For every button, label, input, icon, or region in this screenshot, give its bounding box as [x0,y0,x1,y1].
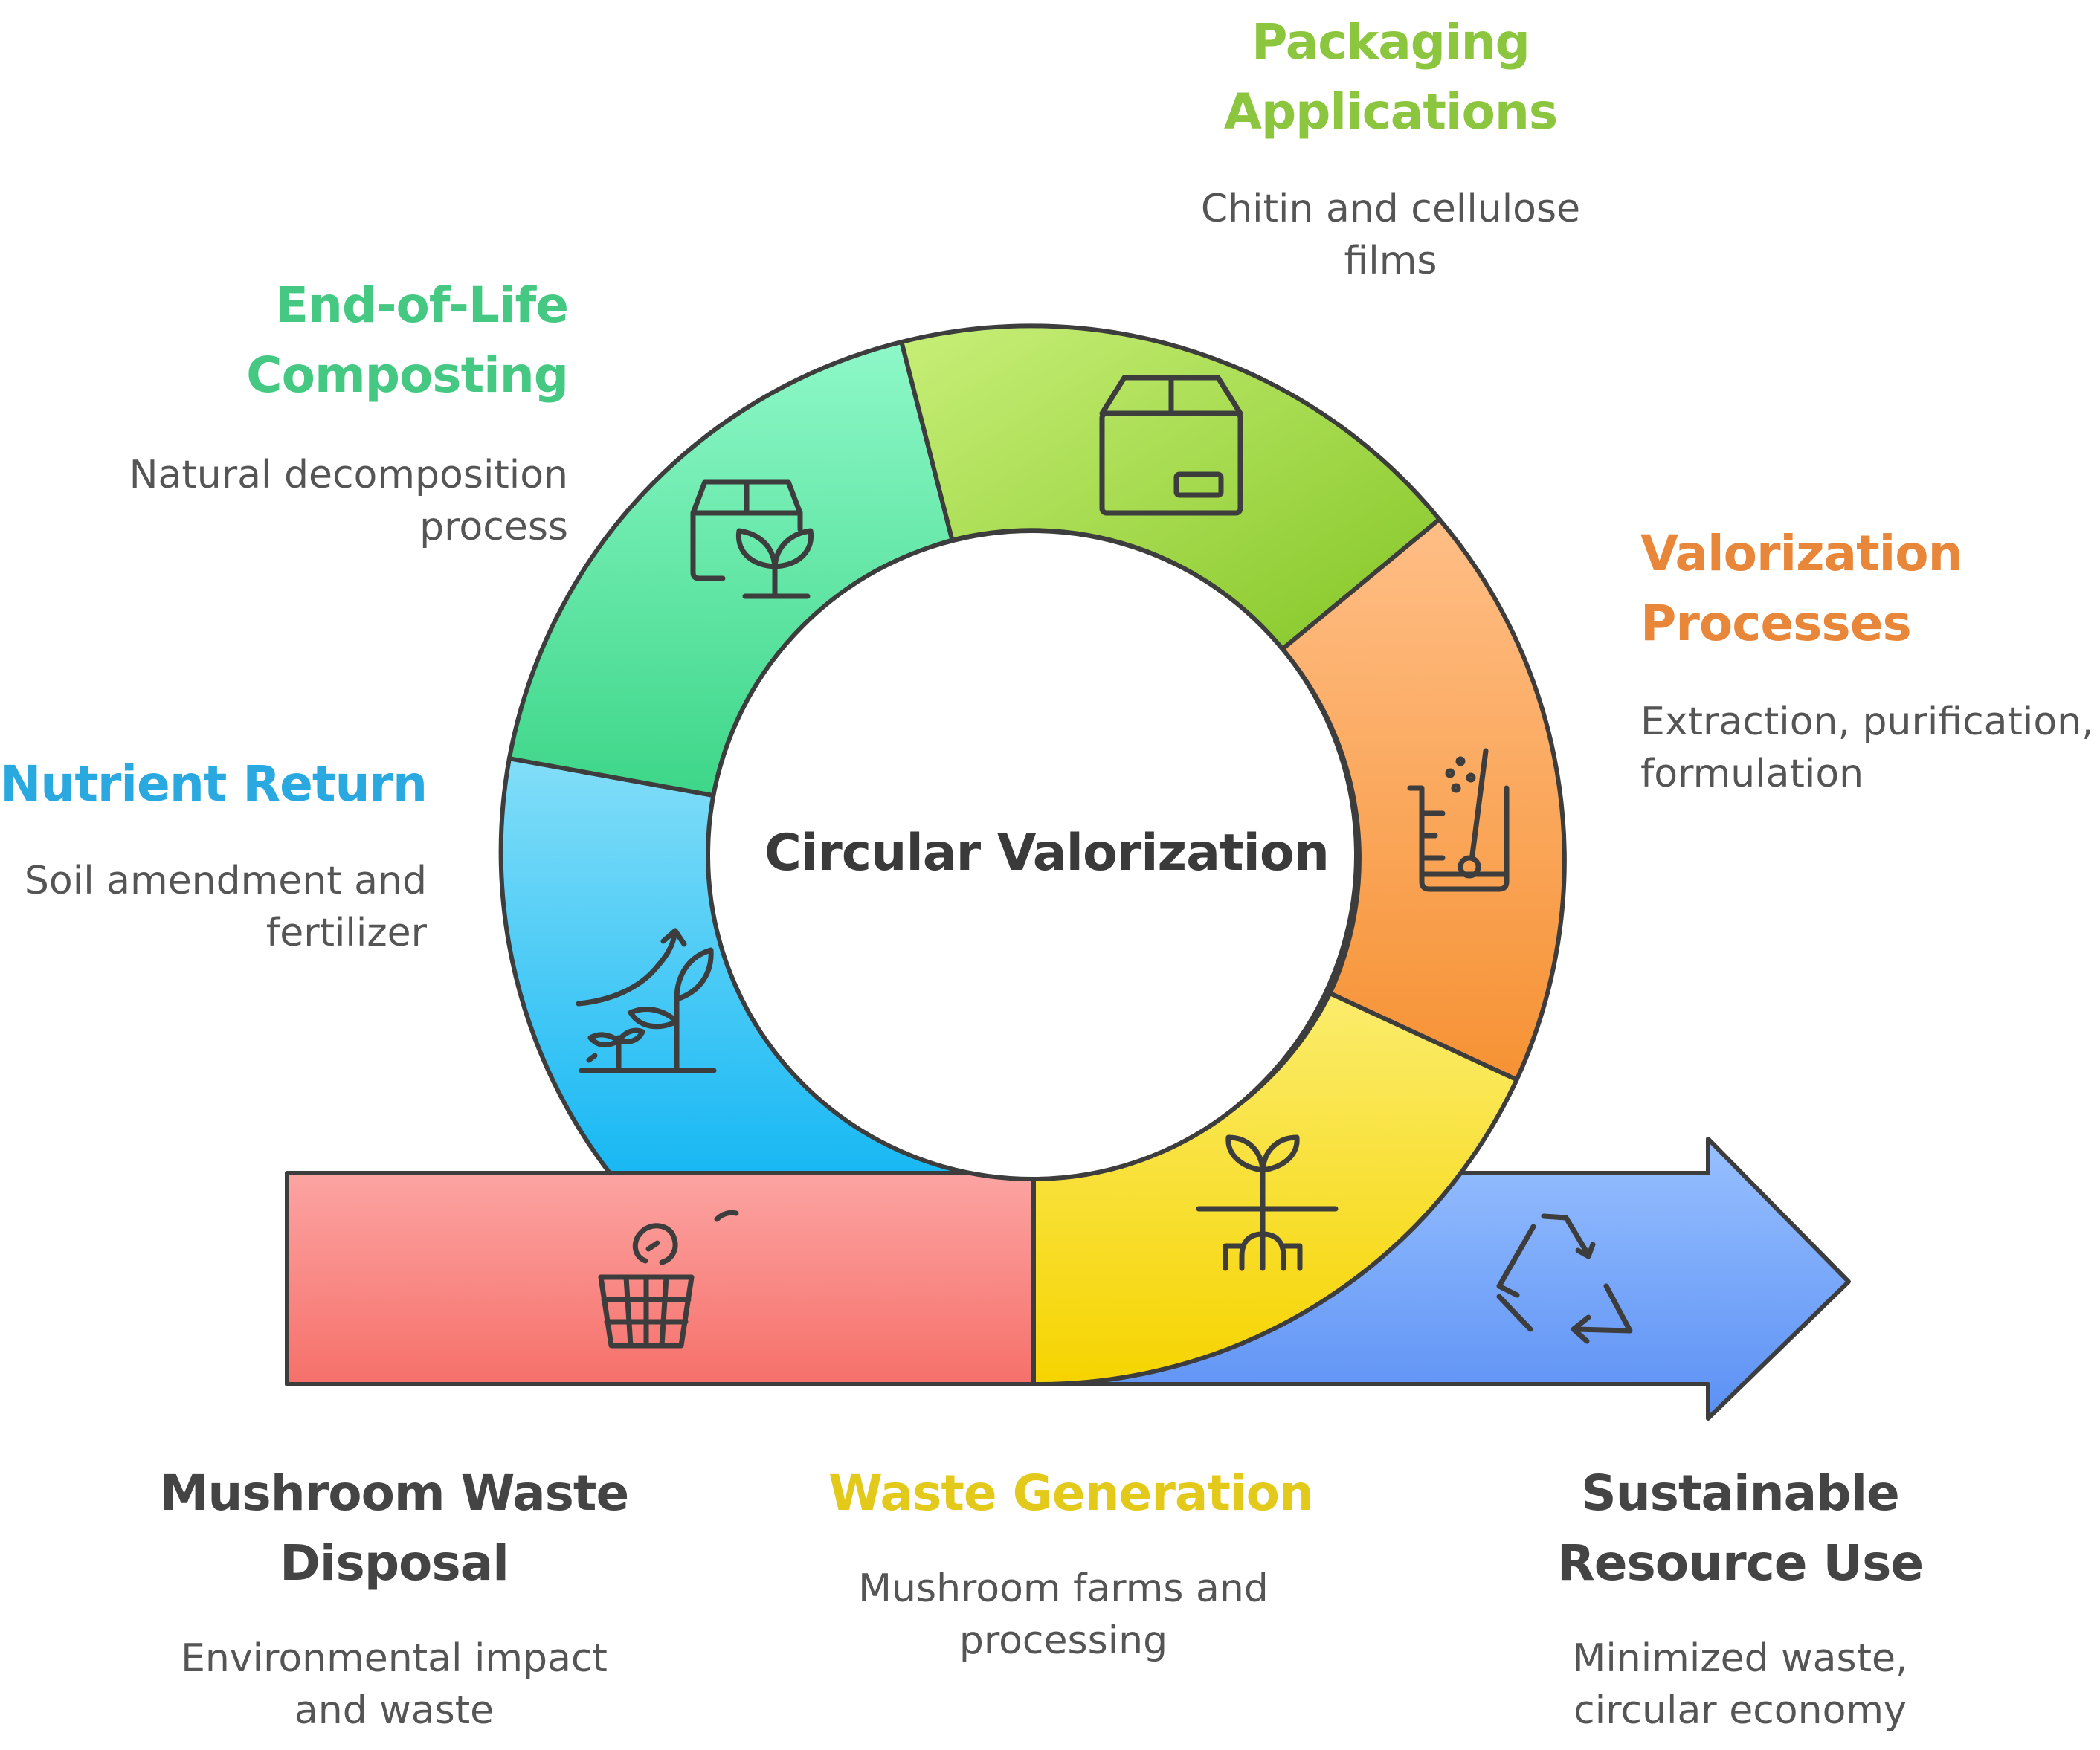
waste-basket-icon [598,1210,739,1349]
waste-generation-title-line: Waste Generation [828,1465,1314,1522]
recycle-icon [1496,1213,1633,1344]
valorization-title-line: Processes [1640,595,1912,652]
packaging-title-line: Applications [1223,83,1558,141]
composting-title-line: End-of-Life [274,277,569,334]
packaging-description-line: films [1344,239,1437,283]
packaging-description-line: Chitin and cellulose [1200,187,1581,231]
composting-description-line: process [419,505,568,549]
center-label: Circular Valorization [764,824,1330,882]
disposal-title: Mushroom Waste Disposal [119,1459,669,1598]
waste-generation-description: Mushroom farms and processing [803,1563,1324,1667]
nutrient-description-line: Soil amendment and [24,859,427,903]
composting-title: End-of-Life Composting [0,271,569,410]
composting-title-line: Composting [246,346,569,404]
composting-description: Natural decomposition process [0,449,568,553]
sprout-roots-icon [1196,1134,1339,1271]
beaker-icon [1407,748,1510,892]
package-box-icon [1099,375,1243,516]
nutrient-description-line: fertilizer [265,911,427,955]
sustainable-title-line: Resource Use [1556,1534,1924,1592]
composting-description-line: Natural decomposition [129,453,568,497]
waste-generation-description-line: processing [959,1618,1168,1663]
valorization-title: Valorization Processes [1640,519,2087,659]
valorization-title-line: Valorization [1640,525,1963,582]
disposal-title-line: Disposal [280,1534,509,1592]
nutrient-description: Soil amendment and fertilizer [0,855,427,959]
disposal-description-line: Environmental impact [181,1636,608,1681]
waste-generation-title: Waste Generation [803,1459,1339,1528]
compostable-box-plant-icon [690,479,814,599]
valorization-description: Extraction, purification, formulation [1640,696,2094,800]
packaging-description: Chitin and cellulose films [1115,183,1666,287]
waste-generation-description-line: Mushroom farms and [858,1566,1269,1611]
sustainable-description-line: Minimized waste, [1572,1636,1908,1681]
valorization-description-line: Extraction, purification, [1640,700,2094,744]
disposal-title-line: Mushroom Waste [159,1465,630,1522]
plant-growth-icon [576,928,717,1073]
sustainable-description: Minimized waste, circular economy [1502,1633,1978,1737]
nutrient-title-line: Nutrient Return [0,755,428,813]
nutrient-title: Nutrient Return [0,749,428,819]
disposal-description: Environmental impact and waste [119,1633,669,1737]
packaging-title-line: Packaging [1252,13,1530,71]
packaging-title: Packaging Applications [1115,7,1666,147]
valorization-description-line: formulation [1640,752,1864,796]
disposal-description-line: and waste [294,1688,495,1733]
sustainable-title-line: Sustainable [1581,1465,1900,1522]
sustainable-title: Sustainable Resource Use [1502,1459,1978,1598]
sustainable-description-line: circular economy [1574,1688,1907,1733]
center-circle [706,529,1359,1181]
